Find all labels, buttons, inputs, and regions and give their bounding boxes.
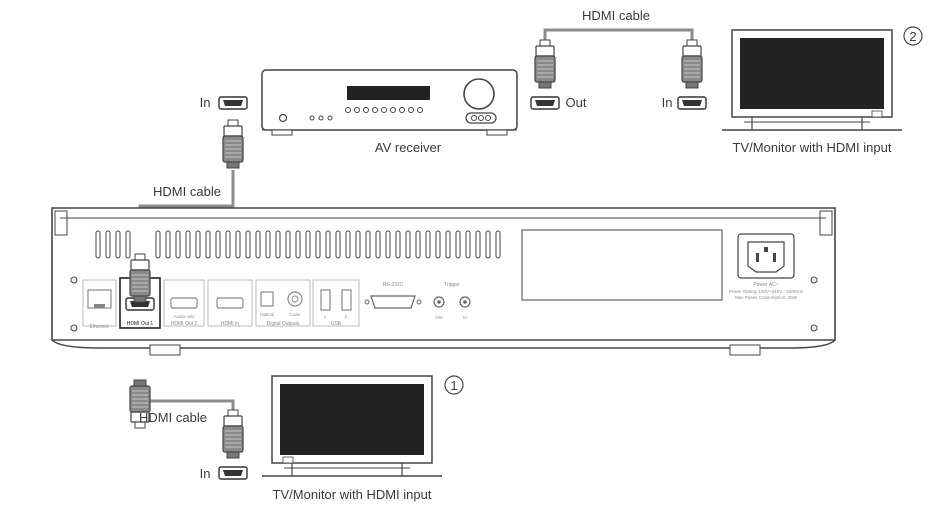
player-plug-to-receiver [129, 253, 151, 303]
usb-label: USB [331, 321, 342, 327]
usb-2-label: 2 [345, 314, 348, 319]
tv2-screen [740, 38, 884, 109]
in-receiver-label: In [200, 95, 211, 110]
av-receiver-label: AV receiver [375, 140, 442, 155]
power-rating-label: Power Rating: 100V~240V - 50/60Hz [729, 289, 804, 294]
digital-outputs-label: Digital Outputs [267, 321, 300, 327]
tv2-in-plug [681, 39, 703, 89]
hdmi-cable-low-label: HDMI cable [139, 410, 207, 425]
marker-2-circle [903, 26, 923, 46]
max-power-label: Max Power Consumption: 35W [735, 295, 798, 300]
receiver-out-plug [534, 39, 556, 89]
marker-1-circle [444, 375, 464, 395]
vent-slots [95, 230, 501, 259]
hdmi-out-1-label: HDMI Out 1 [127, 321, 154, 327]
usb-port-1 [320, 289, 331, 311]
trigger-label: Trigger [444, 282, 460, 288]
tv-monitor-1 [262, 375, 442, 477]
in-tv2-label: In [662, 95, 673, 110]
rs232-port [370, 295, 416, 309]
tv1-screen [280, 384, 424, 455]
hdmi-cable-mid-label: HDMI cable [153, 184, 221, 199]
label-plate [521, 229, 723, 301]
receiver-out-port [530, 96, 560, 110]
hdmi-out-2-label: HDMI Out 2 [171, 321, 198, 327]
optical-label: Optical [260, 312, 274, 317]
coax-label: Coax [290, 312, 301, 317]
hdmi-in-label: HDMI In [221, 321, 240, 327]
tv-monitor-2 [722, 29, 902, 131]
receiver-in-plug [222, 119, 244, 169]
receiver-display [347, 86, 430, 100]
out-receiver-label: Out [566, 95, 587, 110]
hdmi-cable-top-label: HDMI cable [582, 8, 650, 23]
av-receiver [261, 69, 518, 136]
hdmi-in-port [216, 297, 244, 309]
trigger-out-label: Out [435, 315, 443, 320]
marker-2: 2 [909, 29, 916, 44]
power-inlet [747, 241, 785, 273]
receiver-volume-knob [463, 78, 495, 110]
optical-port [260, 291, 274, 307]
usb-1-label: 1 [324, 314, 327, 319]
receiver-in-port [218, 96, 248, 110]
media-player-rear-panel: Ethernet HDMI Out 1 Audio only HDMI Out … [51, 207, 836, 356]
hdmi-out-2-port [170, 297, 198, 309]
tv2-caption: TV/Monitor with HDMI input [733, 140, 892, 155]
tv2-in-port [677, 96, 707, 110]
usb-port-2 [341, 289, 352, 311]
marker-1: 1 [450, 378, 457, 393]
tv1-in-port [218, 466, 248, 480]
rs232-label: RS-232C [383, 282, 404, 288]
power-ac-label: Power AC~ [753, 282, 778, 288]
trigger-in-label: In [463, 315, 467, 320]
in-tv1-label: In [200, 466, 211, 481]
cable-receiver-to-tv2 [543, 28, 694, 60]
audio-only-label: Audio only [173, 314, 195, 319]
tv1-caption: TV/Monitor with HDMI input [273, 487, 432, 502]
tv1-in-plug [222, 409, 244, 459]
receiver-power-button [278, 113, 288, 123]
ethernet-label: Ethernet [90, 324, 110, 330]
